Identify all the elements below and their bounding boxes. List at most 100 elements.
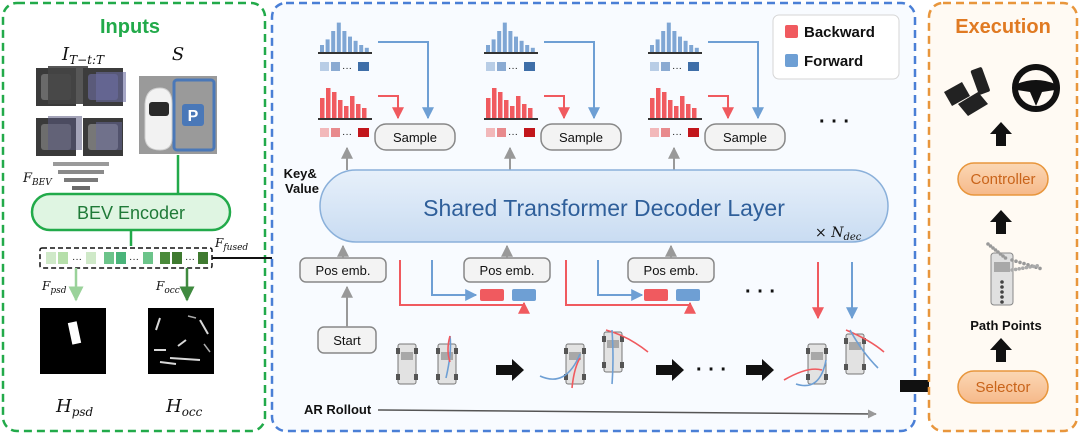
pos-emb-label: Pos emb. <box>316 263 371 278</box>
camera-images <box>36 66 126 156</box>
backward-tokens: ··· <box>486 128 535 140</box>
parking-p-icon: P <box>188 108 199 125</box>
controller-block <box>957 162 1049 196</box>
forward-distribution <box>318 22 372 54</box>
backward-tokens: ··· <box>320 128 369 140</box>
selector-block <box>957 370 1049 404</box>
forward-to-sample-arrow <box>544 41 600 120</box>
legend-forward-swatch <box>785 54 798 67</box>
h-occ-label: Hocc <box>165 396 203 419</box>
car-trajectory <box>602 329 649 385</box>
forward-to-sample-arrow <box>378 41 434 120</box>
car-top-view-icon <box>144 87 173 151</box>
selector-label: Selector <box>975 379 1030 396</box>
f-bev-label: FBEV <box>22 171 53 188</box>
pedal-icon <box>944 67 990 116</box>
forward-input-token <box>512 289 536 301</box>
forward-feedback-arrow <box>431 260 478 301</box>
svg-text:···: ··· <box>672 63 682 74</box>
car-trajectory <box>539 343 586 389</box>
bev-feature-stack <box>53 162 109 190</box>
car-trajectory <box>844 329 885 375</box>
forward-input-token <box>676 289 700 301</box>
forward-distribution <box>484 22 538 54</box>
decoder-layer-label: Shared Transformer Decoder Layer <box>423 195 785 221</box>
backward-input-token <box>644 289 668 301</box>
backward-feedback-arrow <box>565 260 696 314</box>
backward-to-sample-arrow <box>708 95 734 120</box>
svg-text:···: ··· <box>508 63 518 74</box>
ar-rollout-axis <box>377 409 877 419</box>
backward-to-sample-arrow <box>544 95 570 120</box>
n-dec-label: × Ndec <box>815 225 862 243</box>
psd-heatmap <box>40 308 106 374</box>
sample-box <box>374 123 456 151</box>
pos-emb-label: Pos emb. <box>480 263 535 278</box>
up-arrow-3 <box>990 338 1012 362</box>
svg-text:···: ··· <box>508 129 518 140</box>
legend-backward-swatch <box>785 25 798 38</box>
start-label: Start <box>333 333 361 348</box>
controller-label: Controller <box>970 171 1035 188</box>
bev-encoder-label: BEV Encoder <box>77 203 185 223</box>
key-value-label: Key& Value <box>284 166 321 196</box>
svg-text:···: ··· <box>72 254 82 265</box>
sample-box <box>704 123 786 151</box>
svg-text:···: ··· <box>185 254 195 265</box>
execution-panel: Execution Controller Path Points Selecto <box>927 1 1079 433</box>
car-trajectory <box>436 335 458 385</box>
backward-distribution <box>484 88 538 120</box>
sample-label: Sample <box>723 130 767 145</box>
occ-heatmap <box>148 308 214 374</box>
sample-box <box>540 123 622 151</box>
up-arrow-1 <box>990 122 1012 146</box>
svg-text:· · ·: · · · <box>696 359 727 381</box>
forward-tokens: ··· <box>320 62 369 74</box>
backward-input-token <box>480 289 504 301</box>
up-arrow-2 <box>990 210 1012 234</box>
car-trajectory <box>783 343 828 387</box>
sample-label: Sample <box>559 130 603 145</box>
middle-ellipsis: · · · <box>745 281 776 303</box>
execution-title: Execution <box>955 16 1051 38</box>
shared-decoder-layer <box>319 169 889 243</box>
decoder-panel: Key& Value Backward Forward ··· ··· Sample… <box>270 1 917 433</box>
legend: Backward Forward <box>772 14 900 80</box>
svg-text:···: ··· <box>129 254 139 265</box>
backward-distribution <box>648 88 702 120</box>
inputs-title: Inputs <box>100 16 160 38</box>
backward-distribution <box>318 88 372 120</box>
parking-slot-image: P <box>139 76 217 154</box>
fused-tokens: ··· ··· ··· <box>46 252 208 265</box>
steering-wheel-icon <box>1012 64 1060 112</box>
forward-feedback-arrow <box>597 260 644 301</box>
slot-label: S <box>172 44 184 65</box>
rollout-arrows: · · · <box>496 359 774 381</box>
backward-tokens: ··· <box>650 128 699 140</box>
car-trajectory <box>396 343 418 385</box>
image-sequence-label: IT−t:T <box>61 44 105 67</box>
f-fused-label: Ffused <box>214 236 248 253</box>
path-points-illustration <box>986 242 1042 306</box>
inputs-panel: Inputs IT−t:T S P <box>1 1 267 433</box>
svg-text:···: ··· <box>672 129 682 140</box>
f-occ-label: Focc <box>155 279 180 296</box>
legend-backward-label: Backward <box>804 24 875 41</box>
backward-feedback-arrow <box>399 260 530 314</box>
ar-rollout-label: AR Rollout <box>304 402 372 417</box>
forward-tokens: ··· <box>650 62 699 74</box>
path-points-label: Path Points <box>970 318 1042 333</box>
sample-label: Sample <box>393 130 437 145</box>
h-psd-label: Hpsd <box>55 396 94 419</box>
forward-tokens: ··· <box>486 62 535 74</box>
svg-text:···: ··· <box>342 63 352 74</box>
rollout-cars <box>396 329 885 389</box>
forward-to-sample-arrow <box>708 41 764 120</box>
pos-emb-label: Pos emb. <box>644 263 699 278</box>
forward-distribution <box>648 22 702 54</box>
top-ellipsis: · · · <box>819 111 850 133</box>
